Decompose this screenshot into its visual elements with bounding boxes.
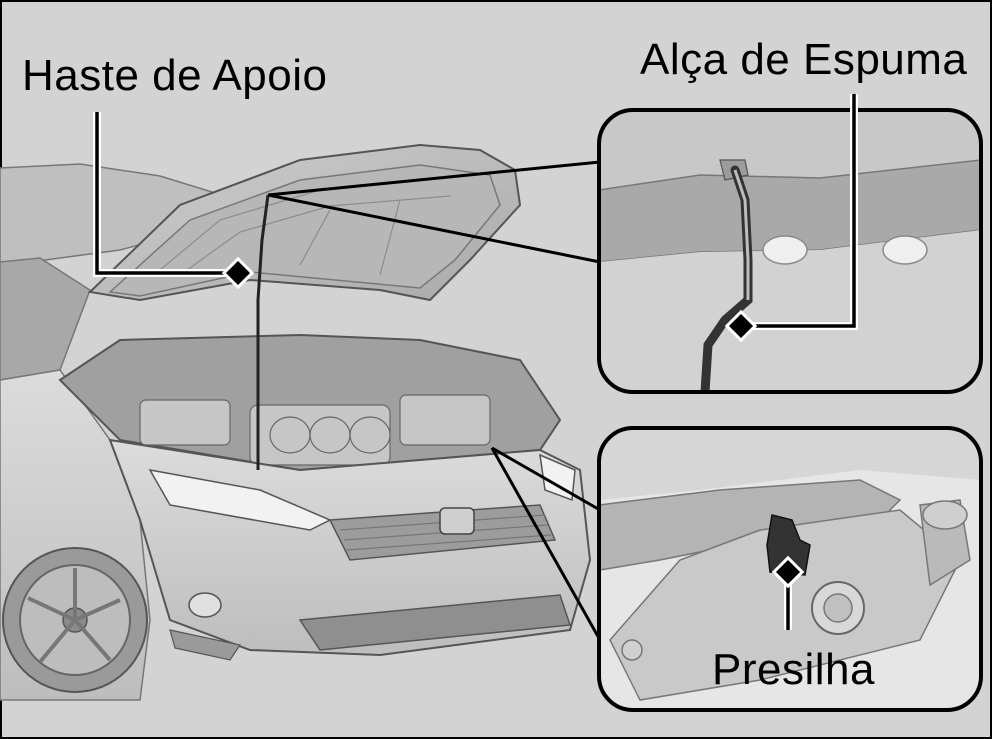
label-prop-rod: Haste de Apoio: [22, 51, 328, 100]
inset-frame-bottom: [597, 426, 983, 712]
inset-frame-top: [597, 108, 983, 394]
label-clip: Presilha: [712, 645, 875, 694]
car-illustration: [0, 143, 592, 701]
callout-prop-rod-leader: [93, 112, 255, 290]
prop-rod: [256, 194, 270, 470]
callout-clip-leader: [771, 555, 805, 630]
callout-foam-grip-leader: [724, 94, 858, 343]
label-foam-grip: Alça de Espuma: [640, 35, 968, 84]
foam-grip-inset: [597, 108, 983, 394]
